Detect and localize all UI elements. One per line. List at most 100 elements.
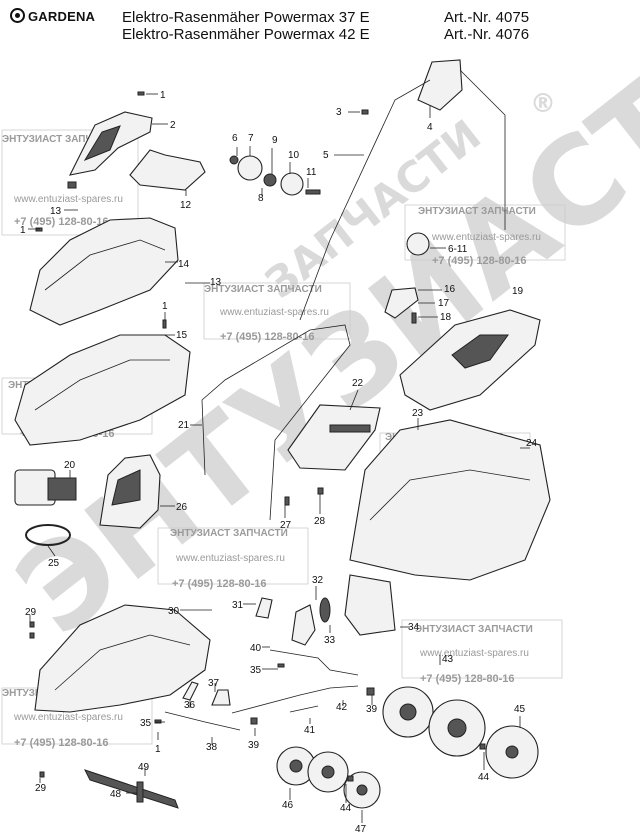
label-6-11: 6-11 [448,244,468,255]
gardena-logo-icon [10,8,25,23]
part-37-latch [211,689,231,706]
part-45-hubcap [485,725,539,779]
svg-text:www.entuziast-spares.ru: www.entuziast-spares.ru [431,232,541,243]
part-5-upper-handle [299,79,431,321]
label-30: 30 [168,606,180,617]
label-15: 15 [176,330,188,341]
part-22-grass-box-panel [287,404,381,471]
watermark-box-6: ЭНТУЗИАСТ ЗАПЧАСТИ www.entuziast-spares.… [157,527,309,590]
label-16: 16 [444,284,456,295]
label-41: 41 [304,725,316,736]
label-19: 19 [512,286,524,297]
label-29: 29 [25,607,37,618]
label-38: 38 [206,742,218,753]
svg-text:www.entuziast-spares.ru: www.entuziast-spares.ru [175,553,285,564]
label-49: 49 [138,762,150,773]
part-32-mechanism [291,604,316,646]
article-number-2: Art.-Nr. 4076 [444,26,530,43]
part-48-bolt [136,781,144,803]
label-20: 20 [64,460,76,471]
leader-lines [28,93,530,823]
model-title-1: Elektro-Rasenmäher Powermax 37 E [122,9,370,26]
part-20-motor [14,469,77,506]
label-18: 18 [440,312,452,323]
svg-text:www.entuziast-spares.ru: www.entuziast-spares.ru [13,712,123,723]
label-9: 9 [272,135,278,146]
label-1: 1 [160,90,166,101]
watermark-box-3: ЭНТУЗИАСТ ЗАПЧАСТИ www.entuziast-spares.… [404,204,566,267]
part-30-deck [34,604,211,713]
part-40-42-axles [164,649,359,731]
label-1d: 1 [155,744,161,755]
label-28: 28 [314,516,326,527]
label-48: 48 [110,789,122,800]
parts-6-11-assembly [406,232,430,256]
label-5: 5 [323,150,329,161]
label-33: 33 [324,635,336,646]
label-44: 44 [478,772,490,783]
gardena-logo: GARDENA [10,8,95,24]
part-33-knob [319,597,331,623]
svg-text:+7 (495) 128-80-16: +7 (495) 128-80-16 [14,216,108,228]
svg-text:ЭНТУЗИАСТ ЗАПЧАСТИ: ЭНТУЗИАСТ ЗАПЧАСТИ [415,624,533,635]
part-43-rear-wheel-2 [428,699,486,757]
part-26-motor-cover [99,454,161,529]
part-49-blade [84,769,179,809]
label-12: 12 [180,200,192,211]
svg-text:ЭНТУЗИАСТ ЗАПЧАСТИ: ЭНТУЗИАСТ ЗАПЧАСТИ [2,134,120,145]
label-34: 34 [408,622,420,633]
part-31-bracket [255,597,273,619]
label-3: 3 [336,107,342,118]
label-8: 8 [258,193,264,204]
label-2: 2 [170,120,176,131]
part-43-rear-wheel-1 [382,686,434,738]
label-13: 13 [50,206,62,217]
label-4: 4 [427,122,433,133]
label-26: 26 [176,502,188,513]
watermark-box-7: ЭНТУЗИАСТ ЗАПЧАСТИ www.entuziast-spares.… [401,619,563,685]
label-10: 10 [288,150,300,161]
label-46: 46 [282,800,294,811]
svg-text:ЭНТУЗИАСТ ЗАПЧАСТИ: ЭНТУЗИАСТ ЗАПЧАСТИ [418,206,536,217]
label-7: 7 [248,133,254,144]
label-25: 25 [48,558,60,569]
label-1b: 1 [20,225,26,236]
label-1c: 1 [162,301,168,312]
model-title-2: Elektro-Rasenmäher Powermax 42 E [122,26,370,43]
svg-text:www.entuziast-spares.ru: www.entuziast-spares.ru [219,307,329,318]
label-45: 45 [514,704,526,715]
part-36-latch [182,681,199,701]
part-21-lower-handle [201,324,351,521]
svg-text:www.entuziast-spares.ru: www.entuziast-spares.ru [13,194,123,205]
diagram-header: GARDENA Elektro-Rasenmäher Powermax 37 E… [0,0,640,48]
label-17: 17 [438,298,450,309]
label-44b: 44 [340,803,352,814]
label-40: 40 [250,643,262,654]
svg-text:+7 (495) 128-80-16: +7 (495) 128-80-16 [220,331,314,343]
part-19-grass-box-lid [399,309,541,411]
label-29b: 29 [35,783,47,794]
label-24: 24 [526,438,538,449]
part-14-housing [29,217,179,326]
label-37: 37 [208,678,220,689]
part-2-top-cover [67,111,153,189]
label-42: 42 [336,702,348,713]
part-34-rear-flap [344,574,396,636]
label-39b: 39 [248,740,260,751]
label-47: 47 [355,824,367,835]
part-46-front-wheel-2 [307,751,349,793]
parts-6-11-adjuster [229,155,321,196]
screws [29,91,486,782]
label-31: 31 [232,600,244,611]
svg-text:+7 (495) 128-80-16: +7 (495) 128-80-16 [14,737,108,749]
part-25-belt [25,524,71,546]
part-41-rod [289,705,319,713]
label-35: 35 [250,665,262,676]
brand-name: GARDENA [28,9,96,24]
svg-text:+7 (495) 128-80-16: +7 (495) 128-80-16 [432,255,526,267]
label-43: 43 [442,654,454,665]
part-12-plate [129,149,206,191]
label-35b: 35 [140,718,152,729]
article-number-1: Art.-Nr. 4075 [444,9,530,26]
